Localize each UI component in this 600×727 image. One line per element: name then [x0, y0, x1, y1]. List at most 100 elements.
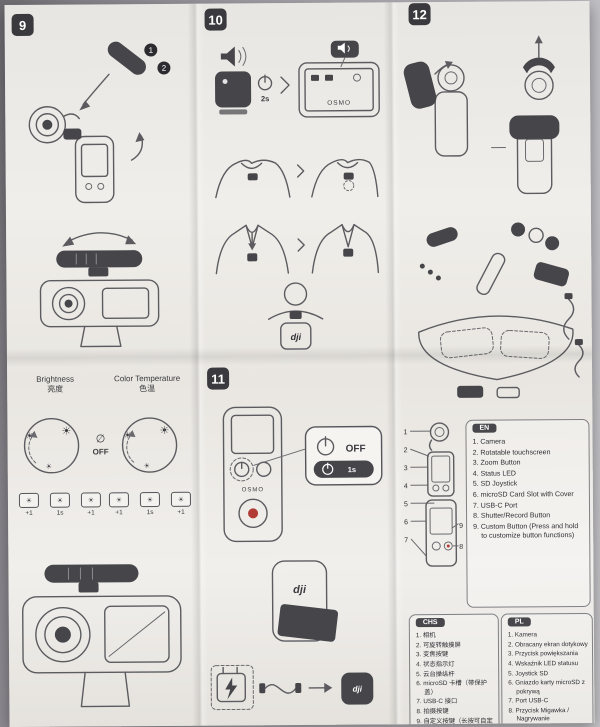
parts-list-item: 7. USB-C Port: [472, 502, 518, 510]
dji-logo: dji: [291, 332, 302, 342]
wearing-mic-illustration: dji: [267, 282, 324, 350]
parts-list-item: 5. SD Joystick: [472, 480, 518, 489]
colortemp-step-down: ☀ +1: [108, 492, 130, 516]
parts-list-item: 8. 拍摄按键: [416, 707, 449, 716]
speaker-icon: [337, 42, 345, 54]
mic-rotate-illustration: [39, 232, 160, 348]
parts-list-item: 7. Port USB-C: [508, 697, 549, 705]
brightness-step-down: ☀ +1: [18, 492, 40, 517]
display-settings-panel: Brightness 亮度 Color Temperature 色温 ☀ ☀ ☀…: [7, 356, 200, 727]
color-temperature-controls: ☀ +1 ☀ 1s ☀ +1: [108, 491, 192, 517]
parts-list-item: 4. 状态指示灯: [416, 660, 455, 669]
step-2-marker: 2: [162, 64, 167, 73]
panel-10: 10 2s OSMO: [194, 2, 392, 355]
parts-list-item: 3. Zoom Button: [472, 459, 521, 467]
panel-9: 9 1 2: [4, 4, 196, 357]
arrow-right-icon: [324, 682, 333, 693]
parts-list-item: 5. 云台操纵杆: [416, 670, 455, 678]
parts-list-pl-header: PL: [507, 617, 531, 627]
callout-6: 6: [404, 519, 408, 526]
brightness-label: Brightness 亮度: [36, 374, 75, 395]
parts-list-item: 2. 可旋转触摸屏: [415, 641, 461, 649]
parts-list-item: 3. Przycisk powiększania: [508, 650, 579, 658]
cable-part: [574, 344, 584, 378]
sun-icon: ☀: [46, 463, 52, 471]
charging-cable-illustration: dji: [210, 664, 374, 711]
filter-part: [511, 222, 526, 237]
parts-list-item: 6. microSD Card Slot with Cover: [472, 491, 574, 499]
sun-icon: ☀: [25, 431, 33, 441]
hold-time-label: 1s: [348, 465, 356, 474]
off-label: OFF: [93, 447, 109, 456]
parts-list-pl: PL 1. Kamera 2. Obracany ekran dotykowy …: [500, 612, 594, 727]
chevron-right-icon: [296, 164, 305, 178]
step-badge-10: 10: [204, 8, 227, 31]
panel-11: 11 OSMO OFF 1s: [197, 354, 396, 725]
screen-icon: ☀: [108, 492, 129, 508]
screen-icon: ☀: [18, 492, 39, 508]
parts-list-item: 6. Gniazdo karty microSD z pokrywą: [508, 679, 585, 696]
screen-icon: ☀: [139, 491, 160, 508]
filter-part: [545, 236, 560, 251]
dji-logo: dji: [293, 584, 307, 596]
osmo-device-label: OSMO: [242, 487, 264, 493]
accessory-mount-illustration: [403, 35, 560, 195]
parts-list-en: EN 1. Camera 2. Rotatable touchscreen 3.…: [465, 418, 591, 608]
step-badge-12: 12: [408, 3, 431, 26]
parts-list-item: 3. 变焦按键: [416, 651, 449, 659]
parts-list-item: 6. microSD 卡槽（带保护盖）: [416, 680, 487, 696]
chevron-right-icon: [297, 238, 305, 252]
parts-list-item: 7. USB-C 接口: [416, 698, 458, 706]
parts-list-item: 8. Przycisk Migawka / Nagrywanie: [508, 707, 569, 723]
screen-icon: ☀: [80, 492, 101, 508]
device-front-illustration: dji: [271, 560, 339, 642]
sun-icon: ☀: [159, 425, 169, 437]
exploded-parts-illustration: [418, 222, 584, 399]
manual-paper: 9 1 2: [4, 0, 595, 727]
parts-list-chs: CHS 1. 相机 2. 可旋转触摸屏 3. 变焦按键 4. 状态指示灯 5. …: [408, 613, 500, 727]
callout-4: 4: [404, 483, 408, 490]
camera-with-mic-illustration: [22, 564, 182, 708]
chevron-right-icon: [280, 76, 290, 94]
sun-icon: ☀: [61, 426, 71, 438]
brightness-step-up: ☀ +1: [80, 492, 102, 516]
dji-logo: dji: [353, 685, 363, 694]
color-temperature-label: Color Temperature 色温: [114, 373, 181, 394]
record-dot: [446, 544, 450, 548]
parts-list-item: 1. 相机: [415, 632, 436, 640]
parts-list-chs-header: CHS: [415, 617, 445, 628]
brightness-controls: ☀ +1 ☀ 1s ☀ +1: [18, 492, 102, 517]
screen-icon: ☀: [170, 491, 191, 507]
record-button: [238, 498, 268, 529]
panel-12: 12: [390, 1, 594, 727]
callout-7: 7: [404, 537, 408, 544]
parts-list-item: 2. Obracany ekran dotykowy: [507, 640, 588, 649]
callout-3: 3: [404, 465, 408, 472]
colortemp-step-up: ☀ +1: [170, 491, 192, 516]
carry-case: [418, 315, 574, 381]
callout-5: 5: [404, 501, 408, 508]
callout-8: 8: [459, 544, 463, 551]
speaker-icon: [220, 46, 235, 67]
off-label: OFF: [346, 444, 366, 455]
parts-list-en-header: EN: [472, 423, 497, 433]
record-dot: [248, 508, 259, 519]
step-1-marker: 1: [149, 46, 154, 55]
parts-list-item: 4. Wskaźnik LED statusu: [508, 660, 579, 668]
osmo-screen-label: OSMO: [327, 100, 351, 107]
parts-list-item: 9. Custom Button (Press and hold to cust…: [473, 522, 579, 540]
dials-illustration: ☀ ☀ ☀ ∅ OFF ☀ ☀ ☀: [23, 417, 178, 474]
hold-time-label: 2s: [261, 94, 269, 103]
callout-9: 9: [459, 523, 463, 530]
sun-icon: ☀: [123, 430, 131, 440]
parts-list-item: 2. Rotatable touchscreen: [472, 448, 551, 457]
filter-part: [528, 227, 544, 244]
off-symbol: ∅: [96, 433, 106, 445]
brightness-hold: ☀ 1s: [49, 492, 71, 517]
device-callout-diagram: 1 2 3 4 5 6 7: [403, 422, 463, 567]
parts-list-item: 9. 自定义按键（长按可自定义按键功能）: [416, 717, 493, 727]
parts-list-item: 8. Shutter/Record Button: [473, 512, 551, 520]
clip-mic-front-illustration: [215, 223, 380, 275]
step-badge-11: 11: [207, 367, 230, 390]
